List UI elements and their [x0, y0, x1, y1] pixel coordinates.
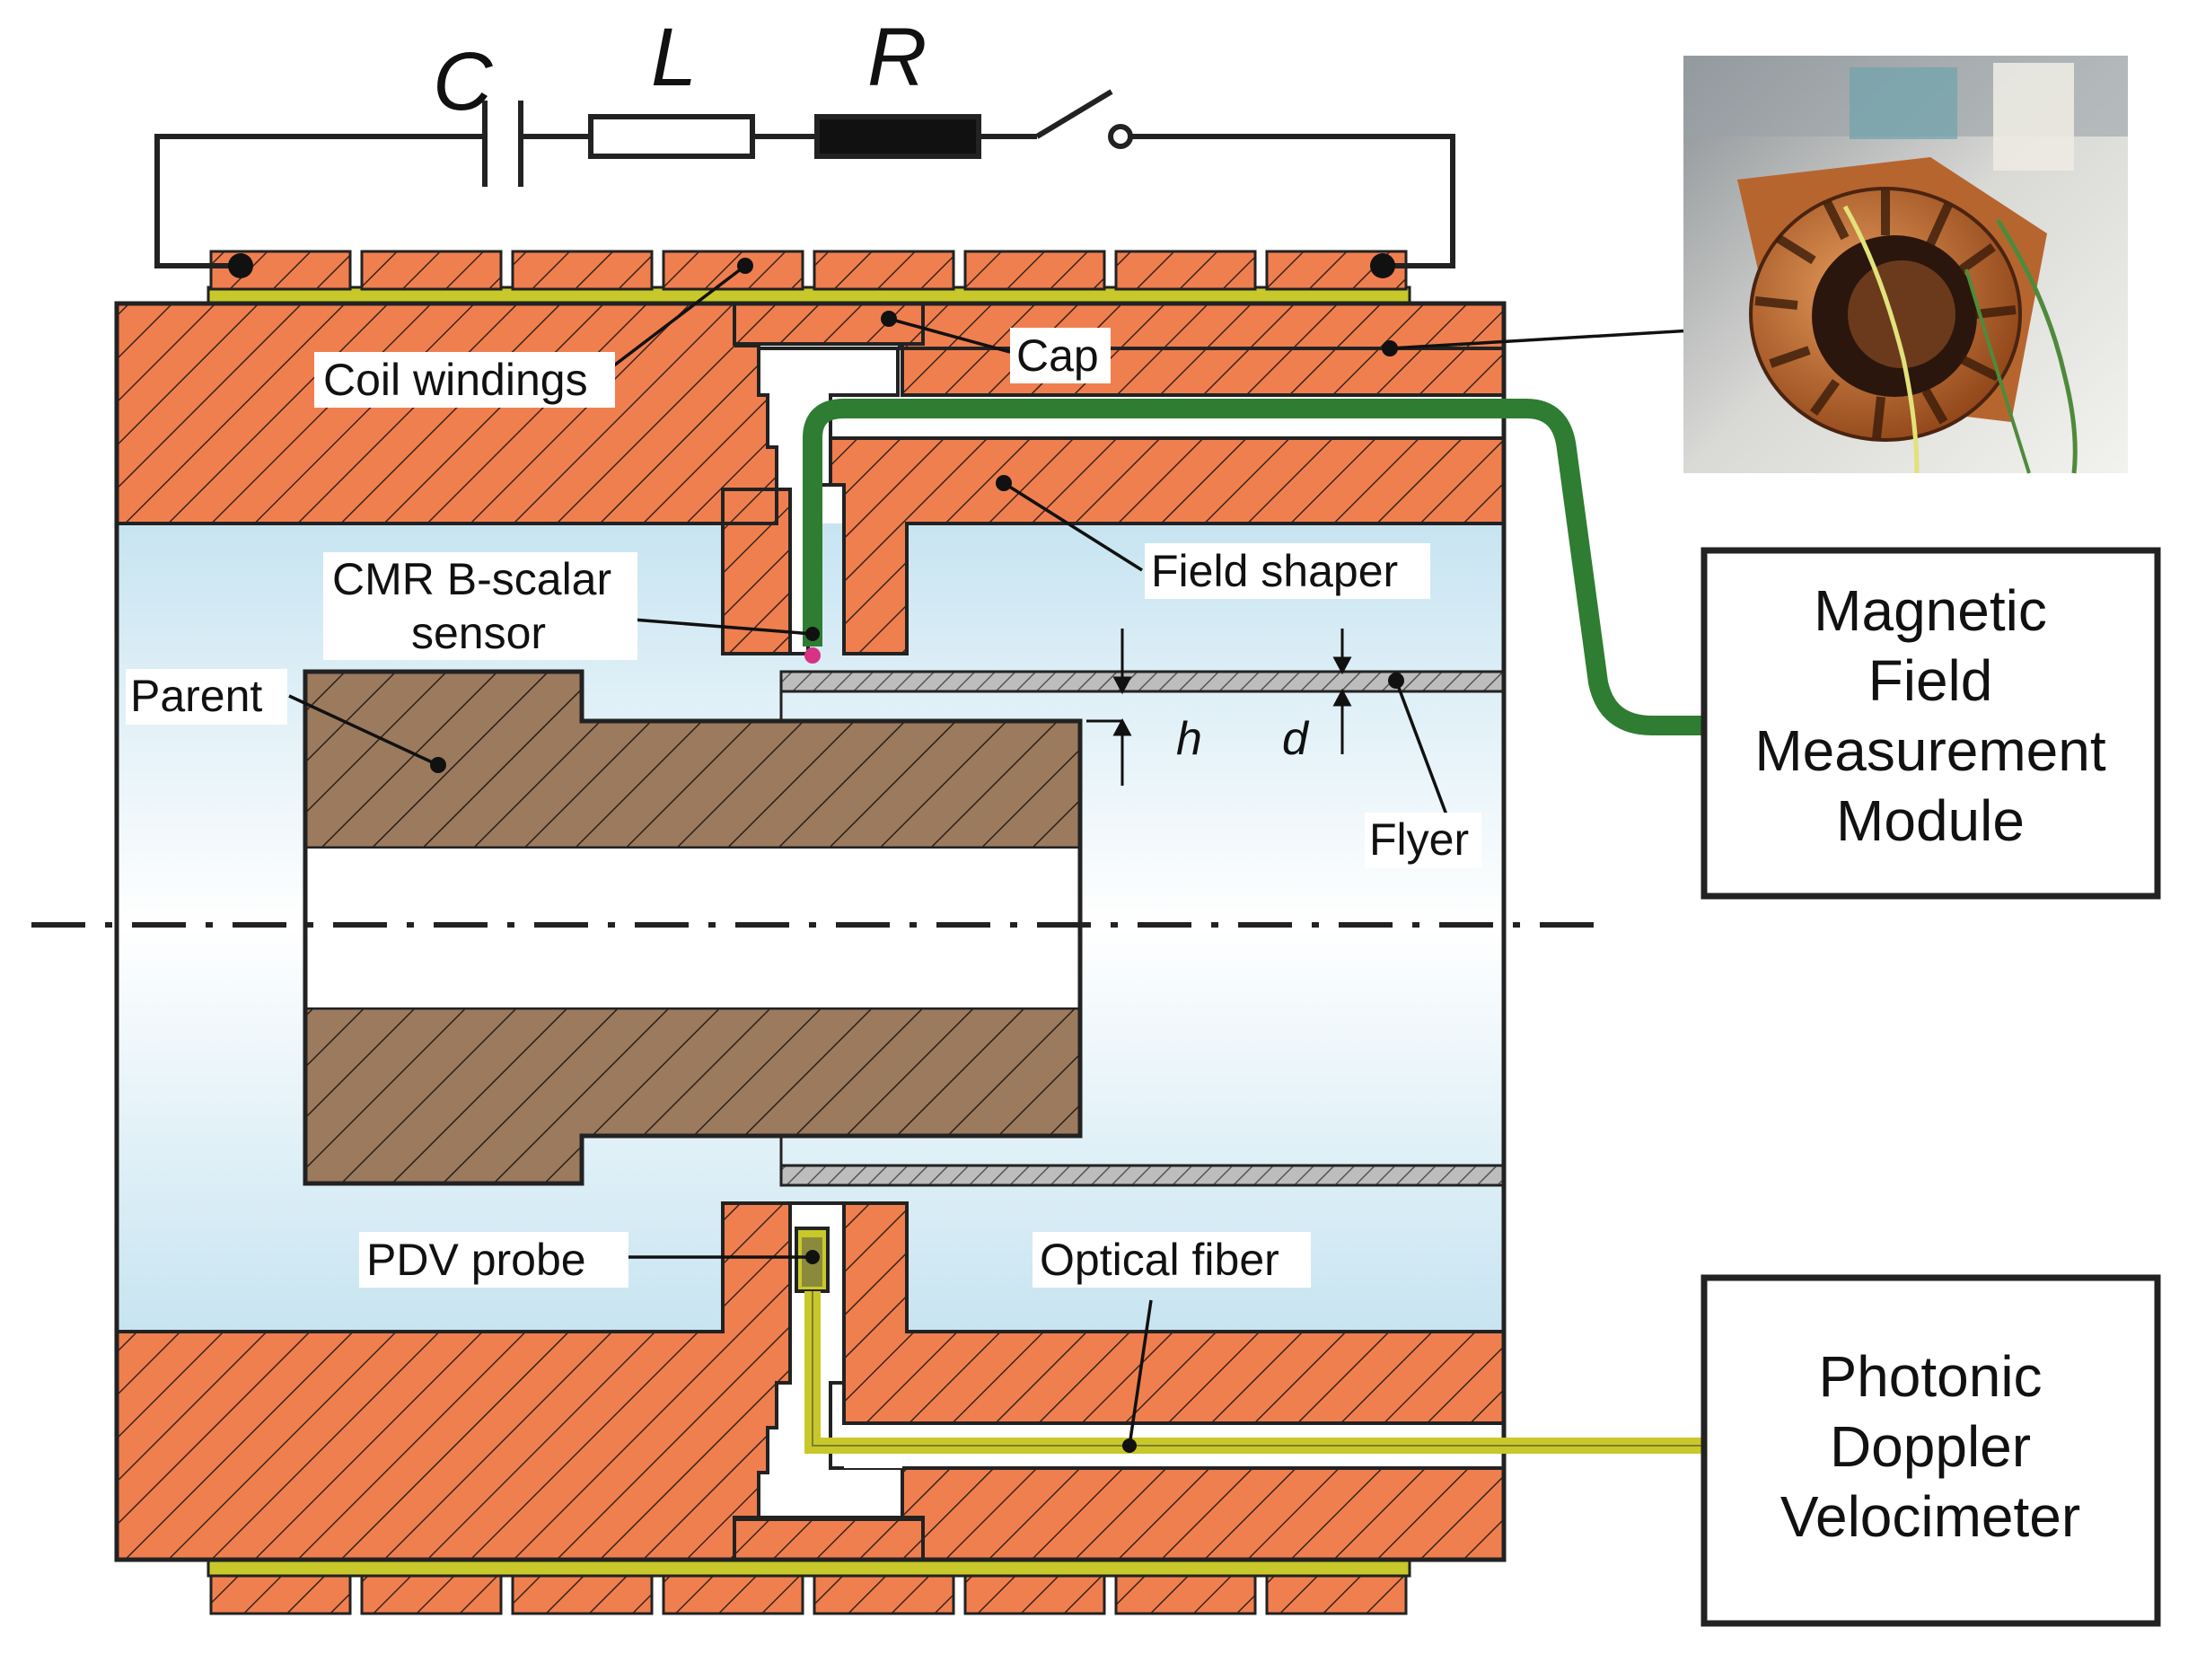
field-shaper-label: Field shaper: [1151, 546, 1398, 596]
bottom-cap: [733, 1517, 925, 1561]
callout-leaders: [288, 264, 1449, 1447]
capacitor-label: C: [433, 36, 493, 128]
cmr-sensor-label-2: sensor: [411, 608, 546, 658]
pdv-line-2: Doppler: [1830, 1414, 2031, 1479]
inductor-label: L: [651, 12, 697, 103]
pdv-probe-label: PDV probe: [366, 1235, 586, 1285]
flyer-bottom: [779, 1164, 1506, 1187]
photo-arrow: [1389, 311, 1744, 350]
cap-label: Cap: [1016, 330, 1099, 381]
flyer-label-bg: [1365, 813, 1481, 868]
magnetic-field-module-box: [1700, 547, 2161, 900]
parent-label-bg: [126, 669, 287, 725]
fiber-label-bg: [1033, 1232, 1311, 1288]
coil-windings-label: Coil windings: [323, 355, 588, 405]
coil-photo: [1683, 56, 2128, 474]
coil-label-bg: [314, 352, 615, 408]
flyer-marker: [1388, 673, 1404, 689]
flyer-label: Flyer: [1369, 814, 1469, 865]
coil-windings-bottom: [207, 1558, 1411, 1615]
d-label: d: [1282, 713, 1310, 765]
magnetic-line-4: Module: [1836, 788, 2025, 853]
top-housing-right: [901, 302, 1506, 397]
coil-marker: [737, 258, 753, 274]
pdv-line-1: Photonic: [1818, 1344, 2042, 1409]
circuit-terminal-right: [1370, 253, 1395, 278]
pdv-label-bg: [359, 1232, 628, 1288]
cmr-label-bg: [323, 552, 637, 660]
top-slot: [757, 347, 900, 655]
bottom-housing-right: [901, 1466, 1506, 1561]
parent-bore: [305, 849, 1080, 1007]
housing-outline: [114, 301, 1507, 1562]
magnetic-line-2: Field: [1868, 648, 1993, 713]
circuit-terminal-left: [228, 253, 253, 278]
pdv-module-box: [1700, 1274, 2161, 1627]
parent-label: Parent: [130, 671, 262, 721]
field-shaper-label-bg: [1145, 543, 1430, 599]
resistor-label: R: [867, 12, 927, 103]
cap-marker: [881, 311, 897, 327]
pdv-line-3: Velocimeter: [1780, 1484, 2080, 1549]
cmr-sensor-dot: [804, 647, 821, 664]
coil-windings-top: [207, 250, 1411, 305]
optical-fiber-outline: [812, 1291, 1704, 1447]
magnetic-line-1: Magnetic: [1814, 578, 2047, 643]
top-housing-left: [115, 302, 778, 525]
field-shaper-marker: [996, 475, 1012, 491]
circuit: [154, 89, 1455, 268]
sensor-cable: [803, 399, 1704, 735]
cmr-sensor-label-1: CMR B-scalar: [332, 554, 611, 604]
magnetic-line-3: Measurement: [1754, 718, 2106, 783]
optical-fiber-label: Optical fiber: [1040, 1235, 1279, 1285]
dimension-arrows: [1086, 629, 1352, 786]
h-label: h: [1176, 713, 1202, 765]
parent-marker: [430, 757, 446, 773]
cap-label-bg: [1010, 328, 1111, 383]
